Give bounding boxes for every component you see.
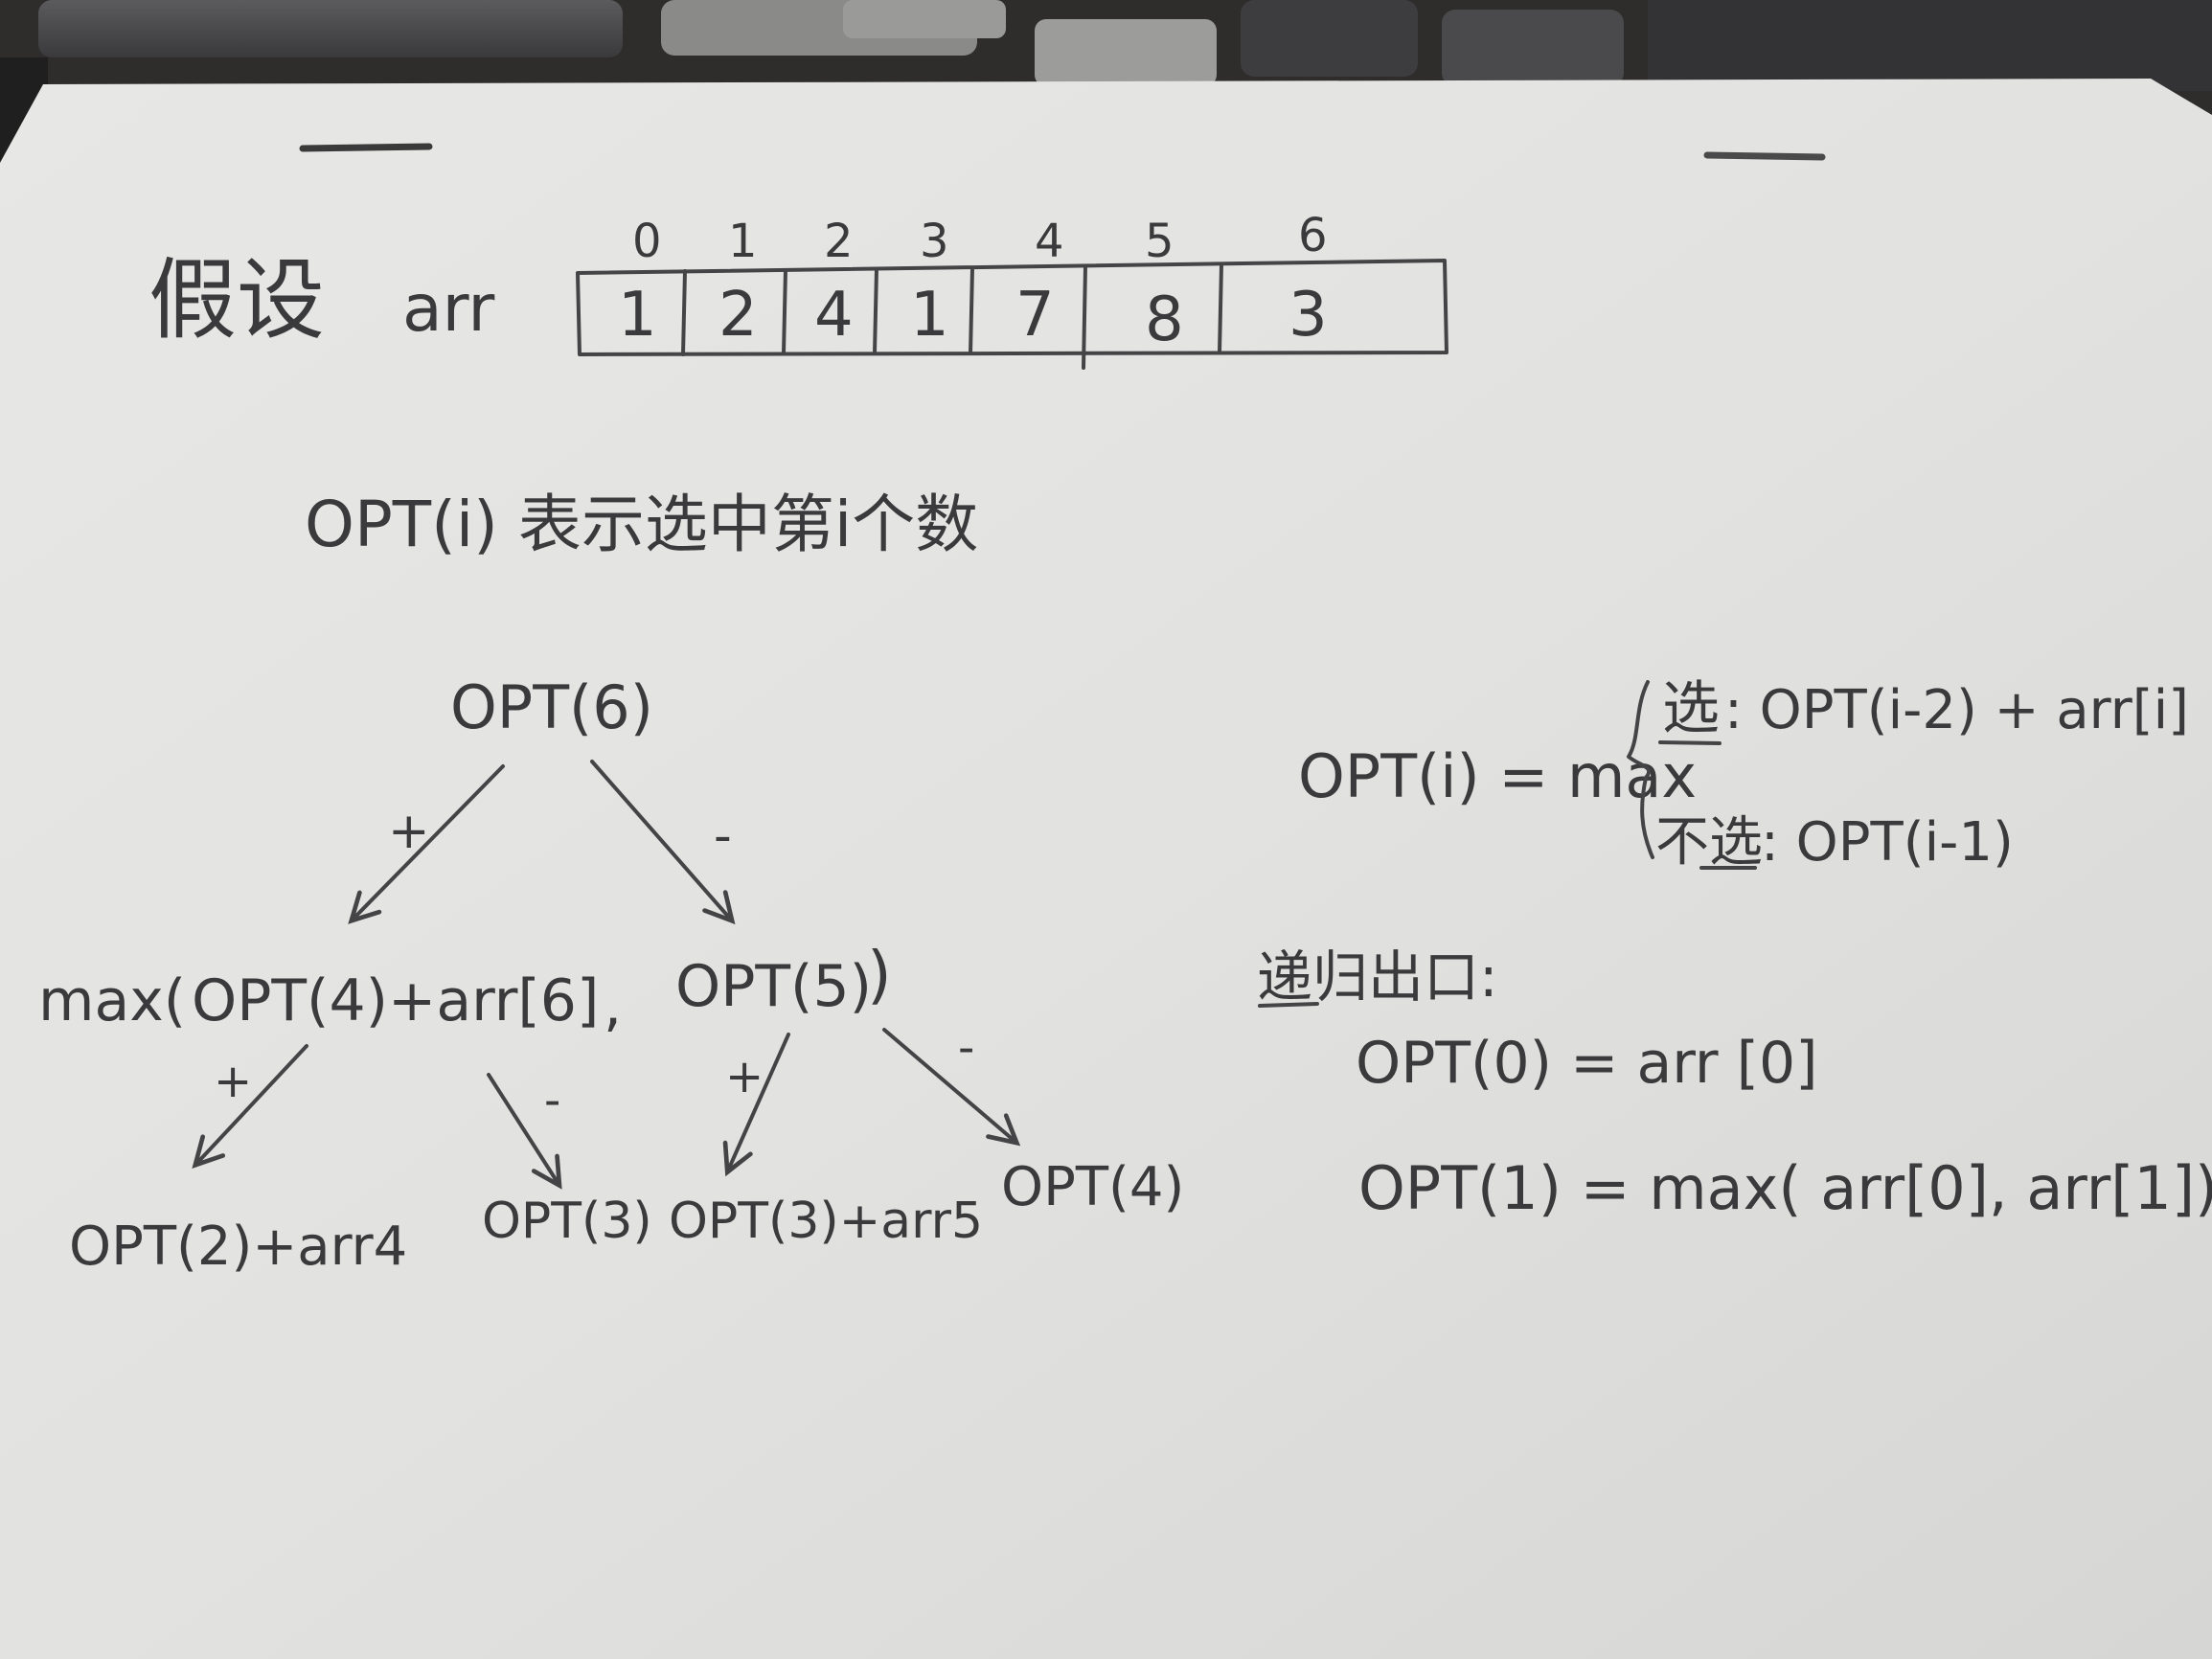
tree-edge-root-right [590,760,736,925]
underline-exit [1258,1002,1319,1008]
definition-text: OPT(i) 表示选中第i个数 [305,488,978,561]
edge-label-minus: - [544,1074,560,1127]
array-indices: 0 1 2 3 4 5 6 [632,209,1328,268]
staple-right [1703,151,1826,161]
array-index: 0 [632,215,662,268]
edge-label-plus: + [214,1055,252,1108]
exit-line2: OPT(1) = max( arr[0], arr[1]) [1358,1153,2212,1223]
tree-leaf: OPT(3)+arr5 [669,1193,983,1250]
exit-title: 递归出口: [1257,944,1498,1010]
array-cell: 7 [1015,280,1055,351]
array-index: 1 [728,215,758,268]
intro-label: 假设 [148,249,325,352]
edge-label-plus: + [388,803,430,860]
array-index: 5 [1145,215,1174,268]
tree-edge-left-plus [192,1044,308,1169]
level1-close: ) [867,938,892,1011]
array-index: 4 [1035,215,1064,268]
array-cell: 1 [618,280,657,351]
edge-label-minus: - [714,807,732,865]
array-cell: 2 [718,280,758,351]
array-values: 1 2 4 1 7 8 3 [618,280,1328,355]
staple-left [299,143,433,152]
array-cell: 3 [1288,280,1328,351]
recurrence-brace [1627,680,1654,859]
array-cell: 4 [814,280,854,351]
edge-label-minus: - [958,1021,974,1075]
recurrence-choose-expr: : OPT(i-2) + arr[i] [1724,679,2189,741]
intro-var: arr [402,271,494,347]
level1-comma: , [604,972,622,1039]
array-index: 2 [824,215,854,268]
paper-sheet [0,79,2212,1659]
tree-edge-right-plus [722,1033,790,1177]
exit-line1: OPT(0) = arr [0] [1356,1030,1818,1097]
recurrence-lhs: OPT(i) = max [1298,741,1697,811]
tree-root: OPT(6) [450,672,653,742]
recurrence-choose-label: 选 [1662,675,1720,742]
tree-edge-right-minus [882,1028,1021,1147]
tree-edge-left-minus [487,1073,562,1190]
tree-leaf: OPT(2)+arr4 [69,1216,407,1278]
underline-choose [1658,740,1722,745]
recurrence-skip-expr: : OPT(i-1) [1761,811,2014,874]
array-cell: 1 [910,280,949,351]
level1-max: max( [38,967,186,1034]
tree-leaf: OPT(4) [1001,1156,1184,1218]
tree-leaf: OPT(3) [482,1193,652,1250]
array-index: 3 [920,215,949,268]
edge-label-plus: + [725,1050,764,1103]
level1-left: OPT(4)+arr[6] [192,967,599,1034]
array-cell: 8 [1145,284,1184,355]
level1-right: OPT(5) [675,953,872,1020]
recurrence-skip-label: 不选 [1655,811,1763,874]
tree-edge-root-left [348,764,505,924]
array-index: 6 [1298,209,1328,262]
array-box [576,259,1448,370]
